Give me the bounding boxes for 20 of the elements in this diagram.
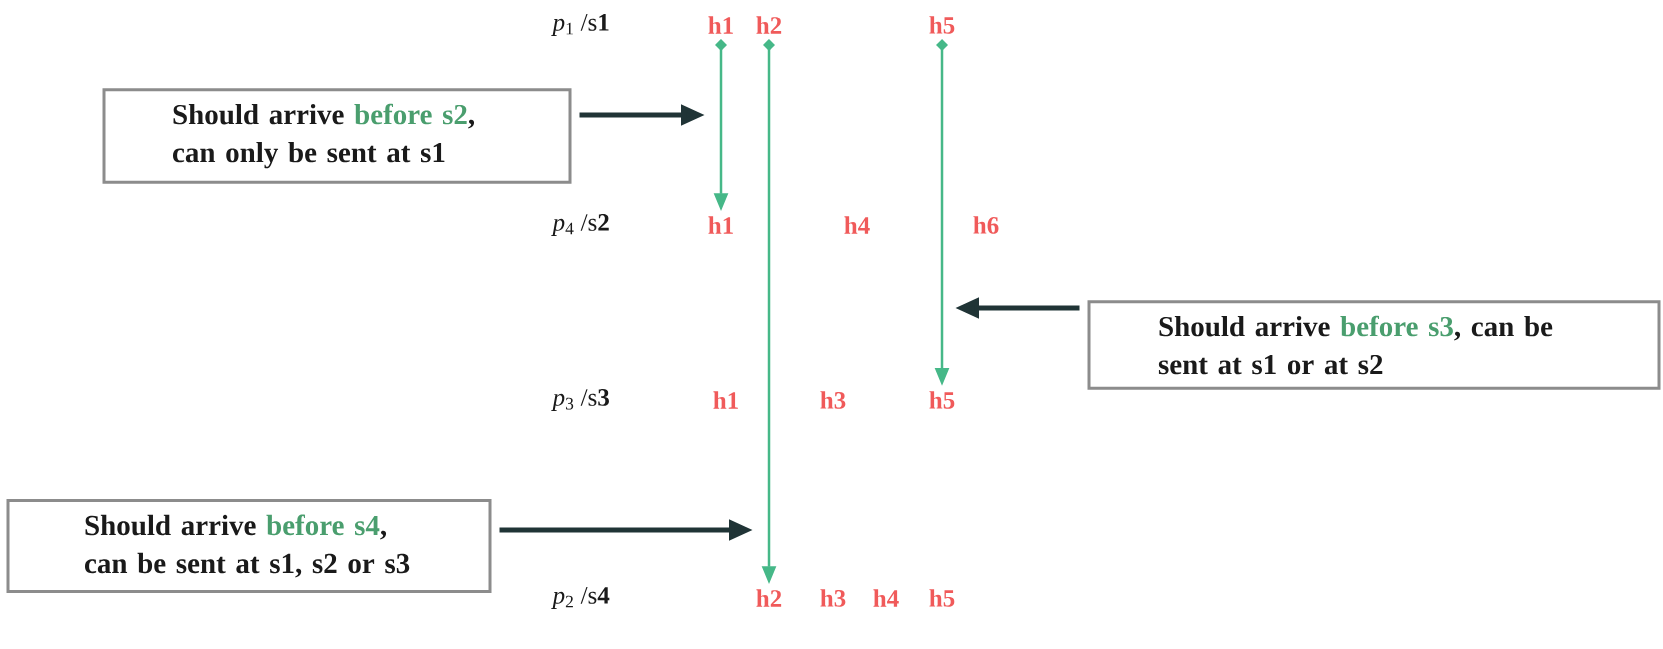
hop-label: h1 [713, 391, 738, 409]
row-label: p$_{1}$ /s1 [551, 14, 609, 36]
hop-label: h1 [708, 216, 733, 234]
hop-label: h4 [873, 589, 899, 607]
hop-label: h4 [844, 216, 870, 234]
note-box: Should arrive before s2, can only be sent at s1 [102, 88, 572, 184]
row-label: p$_{2}$ /s4 [551, 587, 610, 609]
hop-label: h3 [820, 391, 846, 409]
note-box: Should arrive before s3, can be sent at s1 or at s2 [1087, 300, 1661, 390]
row-label: p$_{3}$ /s3 [551, 389, 609, 411]
hop-label: h6 [973, 216, 999, 234]
hop-label: h5 [929, 391, 955, 409]
hop-label: h5 [929, 589, 955, 607]
hop-label: h5 [929, 16, 955, 34]
row-label: p$_{4}$ /s2 [551, 214, 609, 236]
note-box: Should arrive before s4, can be sent at s1, s2 or s3 [6, 499, 492, 593]
hop-label: h2 [756, 16, 782, 34]
hop-label: h2 [756, 589, 782, 607]
hop-label: h1 [708, 16, 733, 34]
hop-label: h3 [820, 589, 846, 607]
